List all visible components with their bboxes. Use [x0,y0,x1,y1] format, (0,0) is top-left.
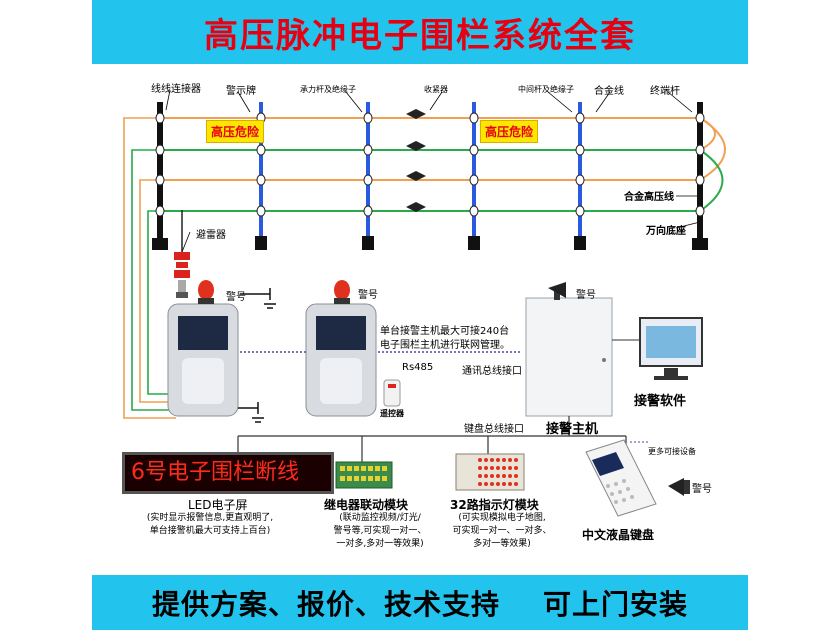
more-devices-label: 更多可接设备 [648,447,696,456]
terminal-pole-label: 终端杆 [650,86,680,97]
alarm-software-label: 接警软件 [634,394,687,409]
indicator-desc-line-3: 多对一等效果) [473,539,531,549]
footer-text: 提供方案、报价、技术支持 可上门安装 [152,587,688,621]
network-note-line-2: 电子围栏主机进行联网管理。 [380,340,510,351]
line-connector-label: 线线连接器 [151,84,201,95]
warning-sign-1: 高压危险 [206,120,265,143]
lcd-keyboard-label: 中文液晶键盘 [582,528,655,542]
indicator-module-label: 32路指示灯模块 [450,498,539,512]
pole-feet [255,236,586,250]
rs485-label: Rs485 [402,362,434,373]
lightning-arrester-label: 避雷器 [196,230,226,241]
led-screen-display: 6号电子围栏断线 [122,452,334,494]
relay-desc-line-1: (联动监控视频/灯光/ [339,513,421,523]
bearing-pole-label: 承力杆及绝缘子 [300,85,356,94]
warning-sign-label: 警示牌 [226,86,256,97]
tensioner-icons [406,109,426,212]
warning-sign-2: 高压危险 [480,120,539,143]
led-screen-desc: (实时显示报警信息,更直观明了, 单台接警机最大可支持上百台) [130,512,290,538]
indicator-desc-line-2: 可实现一对一、一对多、 [452,526,552,536]
alarm-host-label: 接警主机 [546,422,599,437]
relay-desc-line-3: 一对多,多对一等效果) [336,539,424,549]
remote-label: 遥控器 [380,409,404,418]
middle-pole-label: 中间杆及绝缘子 [518,85,574,94]
lcd-keypad-icon [585,439,657,517]
relay-desc-line-2: 警号等,可实现一对一、 [333,526,427,536]
tensioner-label: 收紧器 [424,85,448,94]
indicator-desc-line-1: (可实现模拟电子地图, [458,513,546,523]
indicator-module-desc: (可实现模拟电子地图, 可实现一对一、一对多、 多对一等效果) [444,512,560,551]
alloy-wire-label: 合金线 [594,86,624,97]
alarm-label-4: 警号 [692,484,712,495]
lead-wires [123,117,176,419]
ground-icons [238,288,276,423]
alarm-host-cabinet [525,297,613,417]
relay-module-label: 继电器联动模块 [324,498,409,512]
led-desc-line-2: 单台接警机最大可支持上百台) [149,526,271,536]
title-banner: 高压脉冲电子围栏系统全套 [92,0,748,64]
fence-controller-1 [167,303,239,417]
page-title: 高压脉冲电子围栏系统全套 [204,15,636,56]
siren-lamp-icon-2 [334,280,350,304]
alarm-speaker-icon-2 [668,478,690,496]
network-note-line-1: 单台接警主机最大可接240台 [380,326,510,337]
insulators [155,112,705,217]
footer-banner: 提供方案、报价、技术支持 可上门安装 [92,575,748,630]
keyboard-bus-label: 键盘总线接口 [464,424,524,435]
alloy-hv-wire-label: 合金高压线 [624,192,674,203]
alarm-label-3: 警号 [576,290,596,301]
indicator-module-board [455,453,525,491]
alarm-speaker-icon-1 [548,282,566,300]
label-pointers [165,89,701,253]
alarm-label-1: 警号 [226,292,246,303]
fence-wires [160,117,726,212]
comm-bus-label: 通讯总线接口 [462,366,522,377]
monitor-icon [639,317,703,380]
universal-base-label: 万向底座 [646,226,686,237]
led-desc-line-1: (实时显示报警信息,更直观明了, [146,513,274,523]
relay-module-desc: (联动监控视频/灯光/ 警号等,可实现一对一、 一对多,多对一等效果) [320,512,440,551]
fence-controller-2 [305,303,377,417]
led-screen-label: LED电子屏 [188,498,248,512]
relay-module-board [335,461,393,489]
bus-lines [237,416,627,462]
remote-control-icon [383,379,401,407]
lightning-arrester-icon [174,210,190,298]
siren-lamp-icon-1 [198,280,214,304]
alarm-label-2: 警号 [358,290,378,301]
